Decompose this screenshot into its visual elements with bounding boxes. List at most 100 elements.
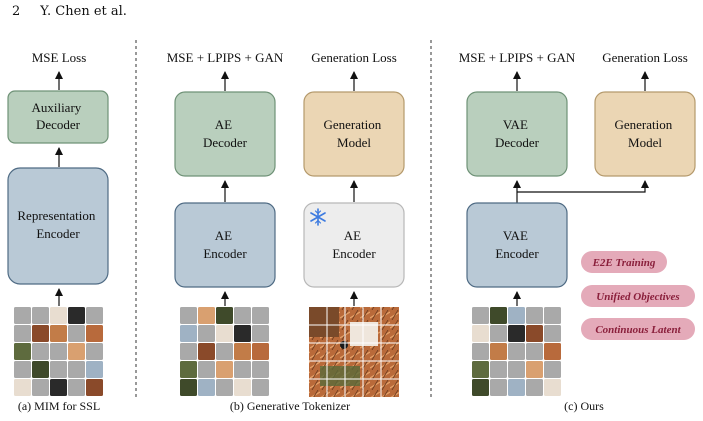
reconstruction-loss-label: MSE + LPIPS + GAN — [459, 50, 576, 65]
generation-loss-label: Generation Loss — [602, 50, 688, 65]
image-patch — [198, 307, 215, 324]
image-patch — [216, 307, 233, 324]
image-patch — [508, 307, 525, 324]
image-patch — [180, 325, 197, 342]
masked-patch — [252, 379, 269, 396]
masked-patch — [32, 343, 49, 360]
masked-patch — [490, 379, 507, 396]
image-patch — [216, 361, 233, 378]
image-patch — [50, 325, 67, 342]
masked-patch — [544, 361, 561, 378]
image-patch — [180, 379, 197, 396]
frozen-ae-encoder-block — [303, 202, 405, 288]
masked-patch — [544, 325, 561, 342]
image-patch — [526, 325, 543, 342]
ae-decoder-label: AE Decoder — [203, 117, 248, 150]
generation-model-label: Generation Model — [323, 117, 384, 150]
masked-patch — [508, 343, 525, 360]
image-patch — [234, 343, 251, 360]
image-patch — [472, 325, 489, 342]
masked-image-grid — [180, 307, 269, 396]
masked-patch — [198, 325, 215, 342]
masked-patch — [14, 325, 31, 342]
masked-patch — [14, 307, 31, 324]
generation-model-label: Generation Model — [614, 117, 675, 150]
masked-patch — [216, 343, 233, 360]
auxiliary-decoder-label: Auxiliary Decoder — [31, 100, 84, 132]
image-patch — [14, 379, 31, 396]
ae-decoder-block — [174, 91, 276, 177]
badge-e2e-training-label: E2E Training — [592, 257, 656, 269]
masked-patch — [180, 343, 197, 360]
representation-encoder-block — [7, 167, 109, 285]
masked-patch — [490, 325, 507, 342]
badge-unified-objectives — [581, 285, 695, 307]
masked-patch — [14, 361, 31, 378]
image-patch — [50, 307, 67, 324]
masked-patch — [68, 361, 85, 378]
image-patch — [198, 343, 215, 360]
masked-patch — [32, 307, 49, 324]
image-patch — [86, 361, 103, 378]
masked-patch — [198, 361, 215, 378]
vae-encoder-label: VAE Encoder — [495, 228, 539, 261]
image-patch — [544, 379, 561, 396]
auxiliary-decoder-block — [7, 90, 109, 144]
masked-patch — [234, 307, 251, 324]
badge-unified-objectives-label: Unified Objectives — [596, 291, 679, 303]
masked-patch — [490, 361, 507, 378]
generation-model-block — [594, 91, 696, 177]
masked-patch — [50, 343, 67, 360]
mse-loss-label: MSE Loss — [32, 50, 87, 65]
image-patch — [490, 343, 507, 360]
image-patch — [252, 343, 269, 360]
page-header: 2 Y. Chen et al. — [12, 4, 127, 19]
generation-model-block — [303, 91, 405, 177]
image-patch — [544, 343, 561, 360]
caption-b: (b) Generative Tokenizer — [230, 399, 350, 413]
masked-patch — [86, 343, 103, 360]
image-patch — [50, 379, 67, 396]
masked-patch — [68, 379, 85, 396]
image-patch — [32, 325, 49, 342]
masked-patch — [526, 343, 543, 360]
image-patch — [68, 307, 85, 324]
image-patch — [508, 325, 525, 342]
caption-a: (a) MIM for SSL — [18, 399, 100, 413]
image-patch — [216, 325, 233, 342]
image-patch — [14, 343, 31, 360]
image-patch — [526, 361, 543, 378]
vae-encoder-block — [466, 202, 568, 288]
vae-decoder-label: VAE Decoder — [495, 117, 540, 150]
vae-decoder-block — [466, 91, 568, 177]
masked-patch — [544, 307, 561, 324]
image-patch — [180, 361, 197, 378]
panel-a: MSE Loss Auxiliary Decoder Representatio… — [7, 50, 109, 413]
masked-patch — [472, 343, 489, 360]
image-patch — [508, 379, 525, 396]
masked-patch — [86, 307, 103, 324]
running-authors: Y. Chen et al. — [40, 4, 127, 19]
badge-e2e-training — [581, 251, 667, 273]
masked-patch — [180, 307, 197, 324]
image-patch — [86, 379, 103, 396]
masked-patch — [472, 307, 489, 324]
badge-continuous-latent-label: Continuous Latent — [595, 324, 681, 336]
image-patch — [86, 325, 103, 342]
frozen-ae-encoder-label: AE Encoder — [332, 228, 376, 261]
image-patch — [68, 343, 85, 360]
image-patch — [472, 379, 489, 396]
image-patch — [198, 379, 215, 396]
masked-patch — [526, 307, 543, 324]
masked-patch — [50, 361, 67, 378]
masked-image-grid — [472, 307, 561, 396]
masked-patch — [216, 379, 233, 396]
masked-patch — [252, 307, 269, 324]
masked-patch — [32, 379, 49, 396]
representation-encoder-label: Representation Encoder — [17, 208, 98, 241]
latent-branch-arrow — [517, 180, 649, 193]
panel-c: MSE + LPIPS + GAN Generation Loss VAE De… — [459, 50, 696, 413]
generation-loss-label: Generation Loss — [311, 50, 397, 65]
masked-patch — [526, 379, 543, 396]
